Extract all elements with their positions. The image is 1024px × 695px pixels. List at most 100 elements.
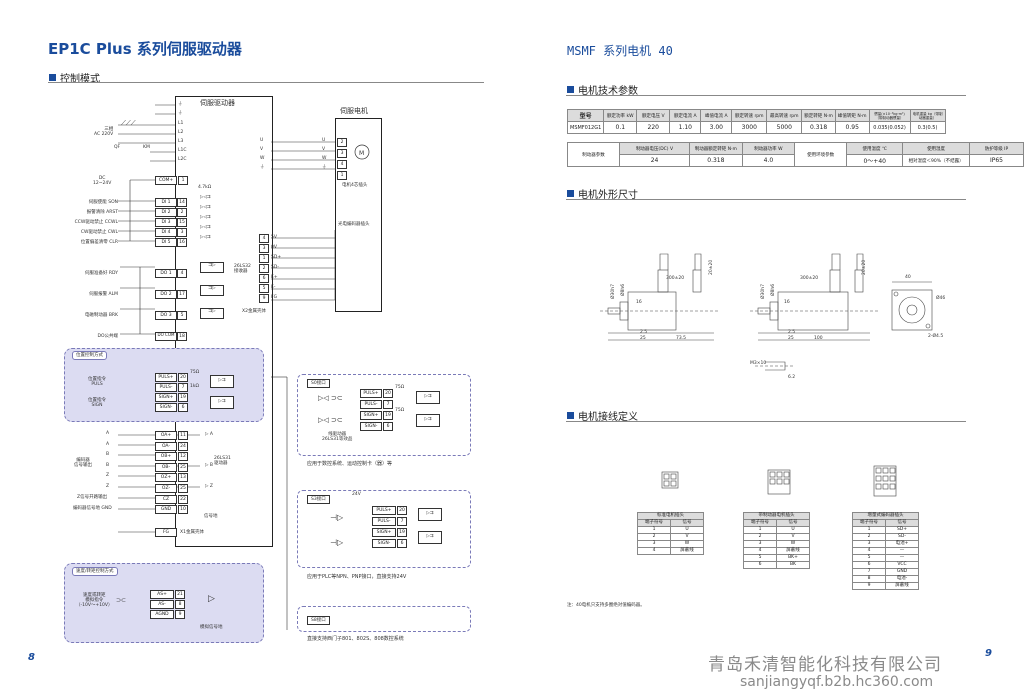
dim-flange-40: 40	[905, 275, 911, 280]
section-marker-icon	[567, 190, 574, 197]
dim-shaft-d8: Ø8h6	[621, 283, 626, 296]
power-voltage-label: AC 220V	[94, 132, 114, 137]
connector-drawings	[661, 465, 897, 497]
enc-out-row: OZ+13	[155, 473, 188, 484]
ground-icon: ⏚	[322, 165, 327, 170]
s3-pin-row: PULS+20	[372, 506, 407, 517]
motor-conn-w: W	[322, 156, 327, 161]
section-title: 电机技术参数	[578, 86, 638, 97]
motor-conn-label: 电机4芯插头	[342, 183, 368, 188]
analog-pin-row: AS-8	[150, 600, 185, 610]
servo-driver-box	[175, 96, 273, 547]
optocoupler-icons: ▷◁⇉ ▷◁⇉ ▷◁⇉ ▷◁⇉ ▷◁⇉	[200, 195, 228, 247]
section-dimensions: 电机外形尺寸	[567, 186, 638, 201]
km-label: KM	[143, 145, 150, 150]
left-page-title: EP1C Plus 系列伺服驱动器	[48, 40, 242, 58]
section-motor-specs: 电机技术参数	[567, 82, 638, 97]
ground-icon: ⏚	[178, 102, 183, 107]
receiver-label: 26LS32 接收器	[234, 264, 251, 274]
dim-16-2: 16	[784, 300, 790, 305]
signal-gnd-label: 信号地	[204, 514, 218, 519]
s8-title: S8接口	[307, 616, 330, 625]
section-rule	[566, 95, 966, 96]
pos-pin-row: PULS+20	[155, 373, 188, 383]
spec-value-row: MSMF012G1 0.1 220 1.10 3.00 3000 5000 0.…	[566, 121, 946, 134]
line-driver-tags: ▷ A ▷ B ▷ Z	[205, 432, 213, 489]
power-pin: L2	[178, 130, 184, 135]
page-number-left: 8	[28, 652, 35, 663]
optocoupler-icon: ▷◁⇉	[200, 215, 211, 220]
dim-16: 16	[636, 300, 642, 305]
analog-command-label: 速度或转矩 模拟指令 （-10V～+10V）	[76, 593, 113, 608]
dim-thread: M3×10	[750, 361, 767, 366]
s0-pin-row: SIGN-6	[360, 422, 393, 433]
watermark-company: 青岛禾清智能化科技有限公司	[708, 655, 942, 675]
motor-conn-v: V	[322, 147, 326, 152]
enc-out-row: OB-25	[155, 462, 188, 474]
spec-table: 型号 额定功率 kW 额定电压 V 额定电流 A 峰值电流 A 额定转速 rpm…	[566, 109, 946, 134]
s0-pin-list: PULS+20 PULS-7 SIGN+19 SIGN-6	[360, 389, 393, 433]
power-pin: L2C	[178, 157, 187, 162]
dim-key: 6.2	[788, 375, 796, 380]
table-row: 5—	[852, 554, 919, 562]
pos-pin-row: PULS-7	[155, 383, 188, 393]
optocoupler-icon: ▷◁⇉	[200, 235, 211, 240]
power-pin: L1C	[178, 148, 187, 153]
com-pin: COM+ 1	[155, 176, 188, 185]
s3-pin-row: PULS-7	[372, 517, 407, 528]
dim-25-2: 25	[788, 336, 794, 341]
x2-shell-label: X2金属壳体	[242, 309, 266, 314]
optocoupler-icon: ▷⇉	[418, 508, 442, 521]
line-driver-icon: ▷◁ ⊃⊂	[318, 394, 343, 402]
enc-out-row: OA-24	[155, 441, 188, 453]
analog-gnd-label: 模拟信号地	[200, 625, 223, 630]
dim-height-2: 20±20	[862, 259, 867, 275]
section-title: 控制模式	[60, 74, 100, 85]
ground-icon: ⏚	[260, 165, 265, 170]
analog-pin-row: AS+21	[150, 590, 185, 600]
s0-pin-row: PULS-7	[360, 400, 393, 411]
brake-header-row: 制动器参数 制动器电压(DC) V 制动器额定转矩 N·m 制动器功率 W 使用…	[566, 142, 1024, 167]
footnote: 注：40电机只支持多圈绝对值编码器。	[567, 603, 645, 608]
s3-24v-label: 24V	[352, 492, 361, 497]
breaker-switch-icon: ⟋⟋⟋	[121, 119, 136, 127]
resistor-75-label: 75Ω	[395, 385, 405, 390]
qf-label: QF	[114, 145, 121, 150]
line-driver-icon: ▷◁ ⊃⊂	[318, 416, 343, 424]
motor-conn-num: 4	[337, 160, 347, 169]
s0-pin-row: SIGN+19	[360, 411, 393, 422]
right-page-title: MSMF 系列电机 40	[567, 44, 673, 58]
transistor-icon: ⊣▷	[330, 513, 344, 522]
resistor-75-label: 75Ω	[190, 370, 200, 375]
motor-conn-u: U	[322, 138, 326, 143]
motor-output-pins: U V W ⏚	[260, 138, 265, 174]
